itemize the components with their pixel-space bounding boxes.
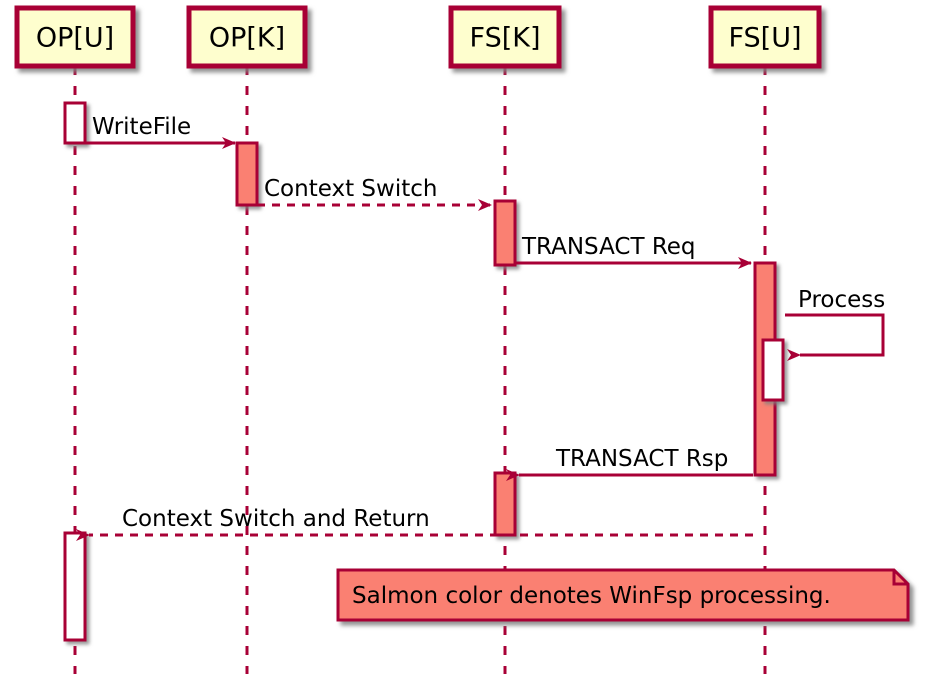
activation-bar-op-k[interactable] bbox=[235, 141, 259, 207]
note-salmon-legend[interactable]: Salmon color denotes WinFsp processing. bbox=[336, 568, 910, 622]
message-transact-req[interactable]: TRANSACT Req bbox=[515, 234, 752, 269]
note-fold-corner-icon bbox=[892, 570, 908, 586]
participant-op-k[interactable]: OP[K] bbox=[186, 5, 308, 69]
participant-label: FS[K] bbox=[470, 23, 541, 54]
message-context-switch[interactable]: Context Switch bbox=[257, 176, 492, 211]
message-writefile[interactable]: WriteFile bbox=[85, 114, 236, 149]
message-label: WriteFile bbox=[92, 114, 191, 140]
note-text: Salmon color denotes WinFsp processing. bbox=[352, 583, 831, 609]
participant-label: OP[K] bbox=[209, 23, 285, 54]
participant-op-u[interactable]: OP[U] bbox=[14, 5, 136, 69]
message-label: Context Switch bbox=[264, 176, 437, 202]
activations-group bbox=[63, 101, 785, 642]
participant-box[interactable] bbox=[186, 5, 308, 69]
message-context-switch-and-return[interactable]: Context Switch and Return bbox=[76, 506, 753, 541]
activation-bar-fs-k-response[interactable] bbox=[493, 471, 517, 537]
activation-bar-fs-u-process[interactable] bbox=[761, 338, 785, 402]
participant-label: FS[U] bbox=[728, 23, 801, 54]
activation-bar-op-u-return[interactable] bbox=[63, 531, 87, 642]
message-transact-rsp[interactable]: TRANSACT Rsp bbox=[506, 446, 753, 481]
message-arrow-line bbox=[785, 313, 885, 361]
message-process-self-call[interactable]: Process bbox=[785, 287, 885, 361]
message-label: TRANSACT Rsp bbox=[555, 446, 728, 472]
participant-box[interactable] bbox=[14, 5, 136, 69]
participant-fs-u[interactable]: FS[U] bbox=[708, 5, 822, 69]
note-shape bbox=[336, 568, 910, 622]
participant-label: OP[U] bbox=[36, 23, 114, 54]
activation-bar-op-u-writefile[interactable] bbox=[63, 101, 87, 145]
participant-box[interactable] bbox=[708, 5, 822, 69]
message-label: Context Switch and Return bbox=[122, 506, 430, 532]
message-label: TRANSACT Req bbox=[521, 234, 696, 260]
participant-fs-k[interactable]: FS[K] bbox=[448, 5, 562, 69]
participant-box[interactable] bbox=[448, 5, 562, 69]
activation-bar-fs-k-request[interactable] bbox=[493, 199, 517, 267]
message-label: Process bbox=[798, 287, 885, 313]
